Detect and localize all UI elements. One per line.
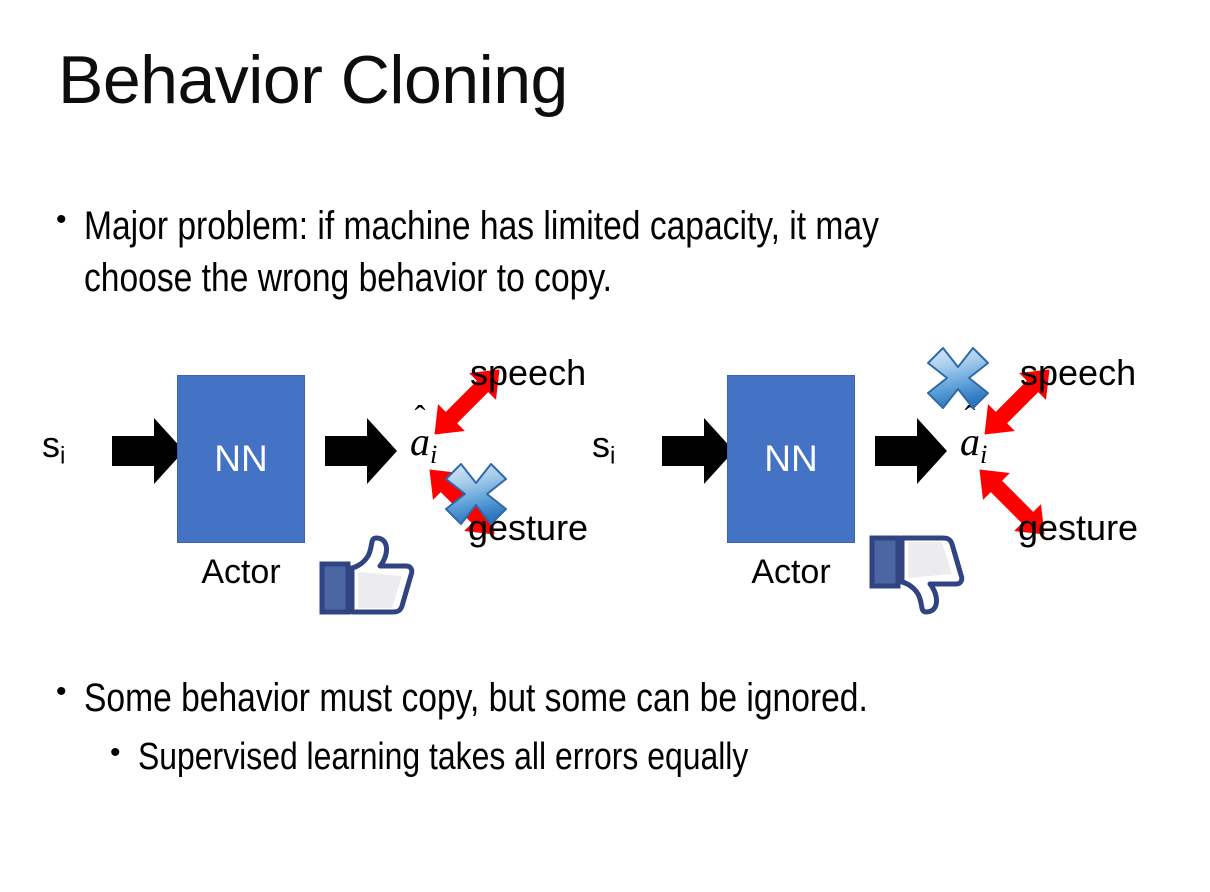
action-hat-2: ˆ: [964, 400, 976, 437]
actor-caption-2: Actor: [751, 553, 831, 591]
output-label-gesture-2: gesture: [1018, 507, 1139, 548]
bullet-bottom-primary-text: Some behavior must copy, but some can be…: [84, 676, 868, 720]
black-block-arrow-right-icon: [325, 418, 397, 484]
thumbs-down-icon: [869, 535, 965, 615]
bullet-bottom-secondary: • Supervised learning takes all errors e…: [110, 733, 1170, 782]
action-subscript-1: i: [430, 438, 438, 469]
thumbs-up-icon: [319, 535, 415, 615]
output-label-speech-2: speech: [1020, 352, 1137, 393]
actor-caption-1: Actor: [201, 553, 281, 591]
state-symbol-1: s: [42, 424, 60, 465]
bullet-bottom-secondary-text: Supervised learning takes all errors equ…: [138, 736, 749, 778]
bullet-marker-icon: •: [56, 203, 67, 236]
state-label-2: si: [592, 424, 615, 471]
state-subscript-1: i: [60, 442, 66, 470]
output-label-speech-1: speech: [470, 352, 587, 393]
nn-box-label-1: NN: [214, 438, 268, 479]
state-label-1: si: [42, 424, 65, 471]
bullet-bottom-primary: • Some behavior must copy, but some can …: [56, 672, 1166, 724]
nn-box-2: NN: [727, 375, 855, 543]
black-block-arrow-right-icon: [662, 418, 734, 484]
bullet-top-text: Major problem: if machine has limited ca…: [84, 204, 879, 300]
black-block-arrow-right-icon: [875, 418, 947, 484]
state-symbol-2: s: [592, 424, 610, 465]
blue-x-cross-icon: [445, 463, 507, 525]
bullet-marker-icon: •: [110, 736, 121, 769]
action-hat-1: ˆ: [414, 400, 426, 437]
blue-x-cross-icon: [927, 347, 989, 409]
black-block-arrow-right-icon: [112, 418, 184, 484]
state-subscript-2: i: [610, 442, 616, 470]
nn-box-1: NN: [177, 375, 305, 543]
red-double-arrow-speech-icon: [984, 369, 1050, 435]
bullet-marker-icon: •: [56, 675, 67, 708]
nn-box-label-2: NN: [764, 438, 818, 479]
red-double-arrow-speech-icon: [434, 369, 500, 435]
red-double-arrow-gesture-icon: [979, 469, 1045, 535]
page-title: Behavior Cloning: [58, 42, 568, 118]
bullet-top: • Major problem: if machine has limited …: [56, 200, 1116, 304]
action-subscript-2: i: [980, 438, 988, 469]
